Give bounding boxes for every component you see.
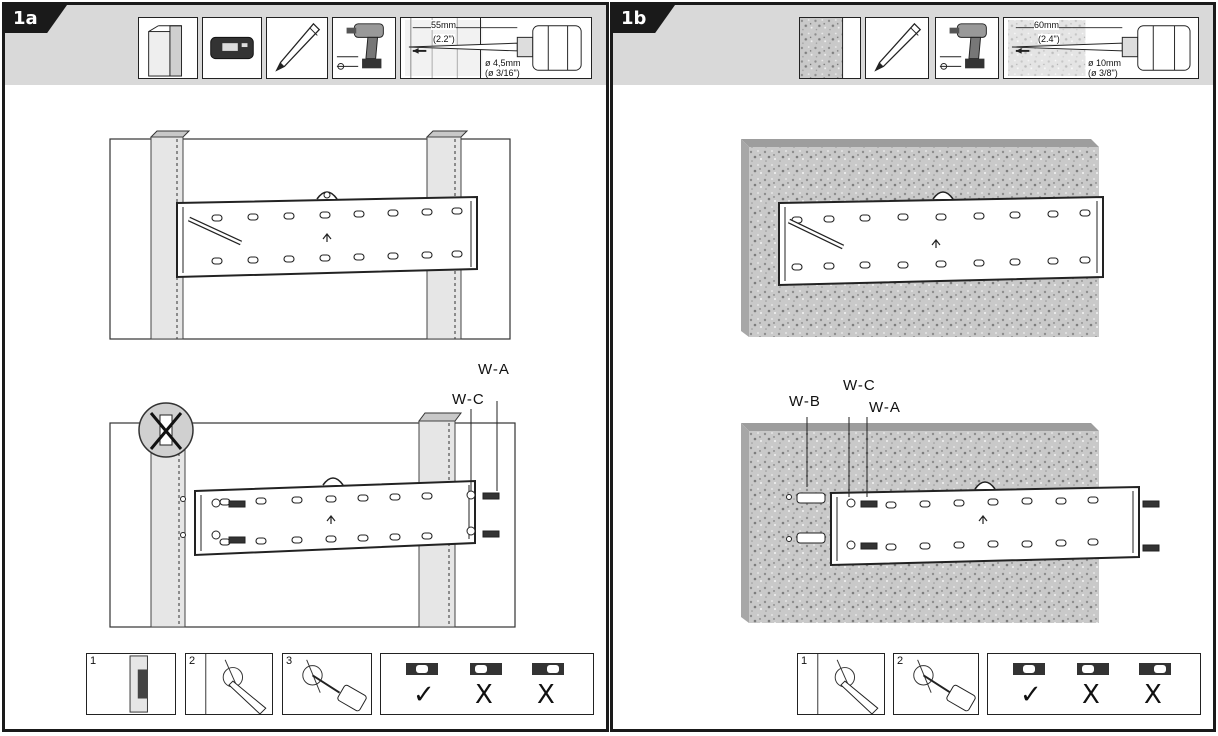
x-mark: X (1144, 680, 1162, 710)
level-check-box: ✓ X X (380, 653, 594, 715)
stud-icon (138, 17, 198, 79)
step-1-box: 1 (797, 653, 885, 715)
drill-icon (332, 17, 396, 79)
step-tab-label: 1a (13, 8, 38, 29)
drill-depth-in: (2.4") (1038, 34, 1060, 44)
check-mark: ✓ (1020, 680, 1042, 710)
stud-wall-level-figure (105, 127, 515, 347)
level-icon (532, 663, 564, 675)
step-number: 2 (897, 655, 904, 667)
no-anchor-icon (137, 401, 195, 459)
x-mark: X (475, 680, 493, 710)
concrete-wall-level-figure (735, 135, 1111, 345)
panel-1a: 1a 55mm (2.2") ø 4,5mm (ø 3/16") (2, 2, 609, 732)
step-number: 2 (189, 655, 196, 667)
level-icon (1013, 663, 1045, 675)
drill-depth-in: (2.2") (433, 34, 455, 44)
x-mark: X (537, 680, 555, 710)
step-2-box: 2 (893, 653, 979, 715)
callout-wc: W-C (843, 377, 876, 394)
level-icon (406, 663, 438, 675)
drill-icon (935, 17, 999, 79)
stud-wall-screws-figure (105, 401, 523, 631)
drill-diameter-mm: ø 10mm (1088, 58, 1122, 68)
check-mark: ✓ (413, 680, 435, 710)
drill-depth-mm: 60mm (1034, 20, 1060, 30)
callout-wb: W-B (789, 393, 821, 410)
pencil-icon (266, 17, 328, 79)
wall-icon (799, 17, 861, 79)
step-number: 1 (90, 655, 97, 667)
level-icon (470, 663, 502, 675)
drill-diameter-in: (ø 3/8") (1088, 68, 1118, 78)
drill-diameter-in: (ø 3/16") (485, 68, 520, 78)
step-number: 3 (286, 655, 293, 667)
callout-wa: W-A (869, 399, 901, 416)
level-check-box: ✓ X X (987, 653, 1201, 715)
drill-depth-icon: 55mm (2.2") ø 4,5mm (ø 3/16") (400, 17, 592, 79)
level-icon (1139, 663, 1171, 675)
drill-depth-mm: 55mm (431, 20, 457, 30)
level-icon (1077, 663, 1109, 675)
step-1-box: 1 (86, 653, 176, 715)
panel-1b: 1b 60mm (2.4") ø 10mm (ø 3/8") (610, 2, 1216, 732)
concrete-wall-screws-figure (735, 417, 1179, 631)
step-3-box: 3 (282, 653, 372, 715)
x-mark: X (1082, 680, 1100, 710)
callout-wa: W-A (478, 361, 510, 378)
callout-wc: W-C (452, 391, 485, 408)
drill-depth-icon: 60mm (2.4") ø 10mm (ø 3/8") (1003, 17, 1199, 79)
step-2-box: 2 (185, 653, 273, 715)
step-tab-label: 1b (621, 8, 647, 29)
drill-diameter-mm: ø 4,5mm (485, 58, 521, 68)
step-number: 1 (801, 655, 808, 667)
pencil-icon (865, 17, 929, 79)
stud-finder-icon (202, 17, 262, 79)
